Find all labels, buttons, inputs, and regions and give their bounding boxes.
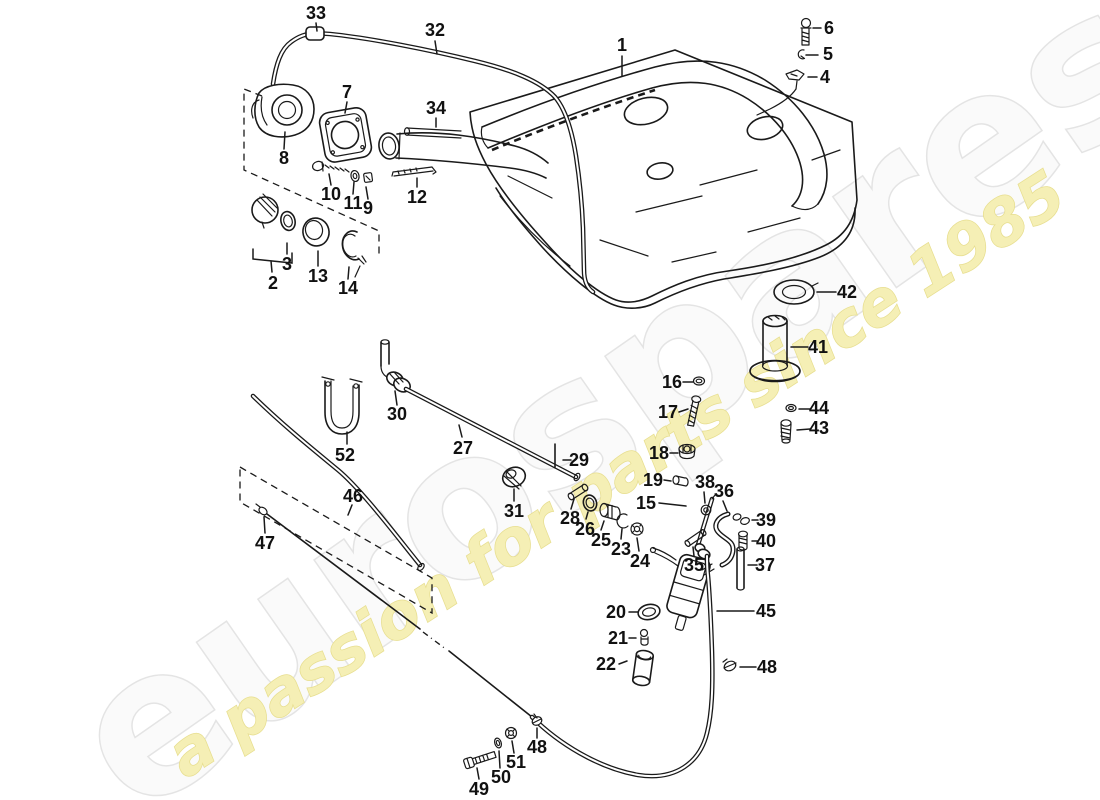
part-label-27: 27 — [453, 438, 473, 458]
strainer-parts-drawing — [631, 603, 661, 687]
part-label-32: 32 — [425, 20, 445, 40]
part-label-38: 38 — [695, 472, 715, 492]
filler-hose-drawing — [378, 127, 549, 179]
part-label-41: 41 — [808, 337, 828, 357]
part-label-44: 44 — [809, 398, 829, 418]
part-label-11: 11 — [343, 193, 362, 213]
part-label-20: 20 — [606, 602, 626, 622]
part-label-8: 8 — [279, 148, 289, 168]
part-label-33: 33 — [306, 3, 326, 23]
part-label-50: 50 — [491, 767, 511, 787]
part-label-13: 13 — [308, 266, 328, 286]
part-label-48: 48 — [757, 657, 777, 677]
part-label-4: 4 — [820, 67, 830, 87]
part-label-18: 18 — [649, 443, 669, 463]
part-label-6: 6 — [824, 18, 834, 38]
part-label-10: 10 — [321, 184, 341, 204]
part-label-43: 43 — [809, 418, 829, 438]
part-label-45: 45 — [756, 601, 776, 621]
small-fasteners-drawing — [311, 160, 437, 183]
clamp-bracket-drawing — [321, 376, 363, 435]
part-label-1: 1 — [617, 35, 627, 55]
filler-housing-drawing — [251, 83, 315, 138]
part-label-16: 16 — [662, 372, 682, 392]
part-label-19: 19 — [643, 470, 663, 490]
mounting-fasteners-drawing — [756, 17, 812, 116]
part-label-15: 15 — [636, 493, 656, 513]
part-label-7: 7 — [342, 82, 352, 102]
gasket-ring-drawing — [773, 279, 819, 305]
part-label-37: 37 — [755, 555, 775, 575]
leader-lines — [252, 22, 837, 780]
dashed-bracket-top — [243, 88, 380, 257]
part-label-36: 36 — [714, 481, 734, 501]
fuel-tank-drawing — [469, 49, 858, 309]
part-label-28: 28 — [560, 508, 580, 528]
cables-drawing — [250, 393, 737, 779]
part-label-48: 48 — [527, 737, 547, 757]
part-label-34: 34 — [426, 98, 446, 118]
gasket-plate-drawing — [318, 106, 373, 163]
part-label-26: 26 — [575, 519, 595, 539]
watermark-tagline: a passion for parts since 1985 — [154, 156, 1078, 792]
part-label-14: 14 — [338, 278, 358, 298]
part-label-12: 12 — [407, 187, 427, 207]
fuel-line-rod-drawing — [380, 339, 581, 490]
part-label-3: 3 — [282, 254, 292, 274]
part-label-51: 51 — [506, 752, 526, 772]
part-label-40: 40 — [756, 531, 776, 551]
part-label-9: 9 — [363, 198, 373, 218]
part-label-17: 17 — [658, 402, 678, 422]
part-label-49: 49 — [469, 779, 489, 799]
dashed-parallelogram — [239, 465, 433, 615]
filler-tube-drawing — [678, 314, 801, 460]
part-label-42: 42 — [837, 282, 857, 302]
part-label-23: 23 — [611, 539, 631, 559]
filler-cap-parts-drawing — [251, 193, 367, 278]
part-label-25: 25 — [591, 530, 611, 550]
part-label-47: 47 — [255, 533, 275, 553]
small-parts-row-drawing — [567, 483, 644, 536]
fuel-pump-drawing — [649, 475, 750, 631]
part-label-2: 2 — [268, 273, 278, 293]
part-label-22: 22 — [596, 654, 616, 674]
cable-fasteners-drawing — [463, 726, 518, 770]
part-label-24: 24 — [630, 551, 650, 571]
part-label-30: 30 — [387, 404, 407, 424]
diagram-line-art — [239, 17, 858, 779]
part-label-5: 5 — [823, 44, 833, 64]
part-label-29: 29 — [569, 450, 589, 470]
part-label-21: 21 — [608, 628, 628, 648]
tube-sleeve-33 — [305, 26, 325, 41]
part-label-52: 52 — [335, 445, 355, 465]
part-label-31: 31 — [504, 501, 524, 521]
vent-tube-drawing — [270, 26, 596, 295]
part-label-46: 46 — [343, 486, 363, 506]
part-label-39: 39 — [756, 510, 776, 530]
part-label-35: 35 — [684, 555, 704, 575]
